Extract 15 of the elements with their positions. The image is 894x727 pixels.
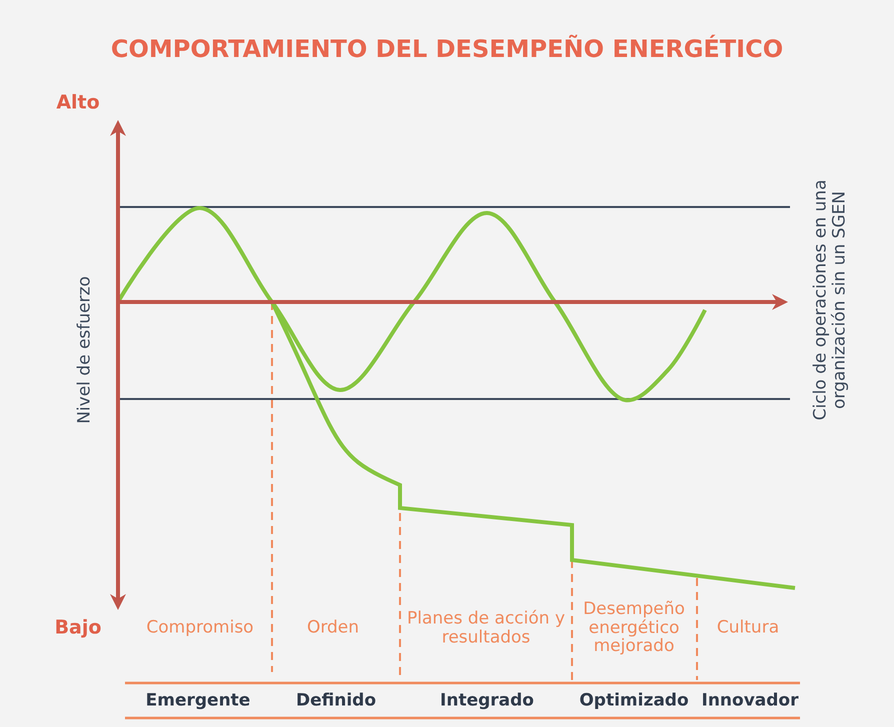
axis-low-label: Bajo (54, 618, 102, 638)
stage-label: Desempeño energético mejorado (582, 600, 686, 656)
level-label: Innovador (700, 692, 800, 710)
stage-label: Planes de acción y resultados (406, 609, 566, 647)
chart-title: COMPORTAMIENTO DEL DESEMPEÑO ENERGÉTICO (110, 36, 784, 62)
stage-label: Cultura (716, 618, 780, 638)
axis-high-label: Alto (55, 92, 101, 114)
level-label: Integrado (439, 692, 535, 710)
level-label: Optimizado (578, 692, 690, 710)
level-label: Definido (294, 692, 378, 710)
axis-title: Nivel de esfuerzo (76, 275, 94, 426)
level-label: Emergente (144, 692, 252, 710)
stage-label: Orden (306, 618, 360, 638)
stage-label: Compromiso (145, 618, 255, 638)
axis-title: Ciclo de operaciones en una organización sin un SGEN (811, 178, 849, 422)
